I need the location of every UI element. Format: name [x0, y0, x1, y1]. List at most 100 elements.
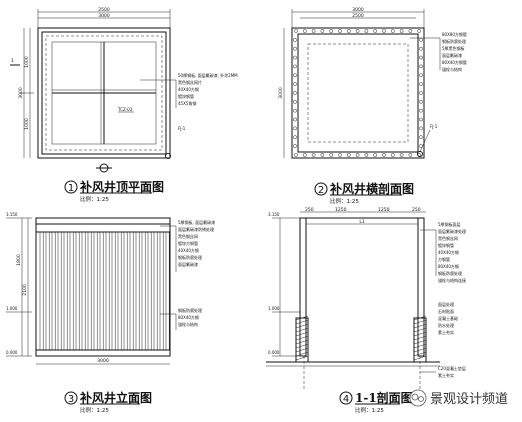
dim-left: 1800: [16, 254, 22, 266]
bolt: [419, 135, 423, 140]
level-mark: 1.000: [268, 306, 280, 311]
panel-scale: 比例：1:25: [80, 195, 109, 203]
panel-roof-plan: 2500 3000 3000 1000 1000 1 50厚钢板, 面层氟碳漆,…: [10, 7, 238, 203]
hatch-line: [295, 323, 309, 329]
note: 面层处理: [438, 301, 454, 307]
hatch-line: [295, 347, 309, 353]
dim-top: 1250: [335, 207, 347, 213]
level-mark: 0.000: [268, 350, 280, 355]
bolt: [293, 144, 297, 148]
bolt: [355, 153, 360, 157]
bolt: [346, 29, 351, 33]
bolt-row: [293, 29, 423, 157]
dim-top-label: L1: [359, 219, 365, 225]
bolt: [338, 29, 342, 33]
slat: [141, 231, 146, 351]
note: 镀锌钢管: [438, 242, 454, 248]
bolt: [419, 55, 423, 60]
slat: [63, 231, 68, 351]
hatch-line: [295, 335, 309, 341]
slat: [99, 231, 104, 351]
slat: [147, 231, 152, 351]
hatch-line: [413, 339, 427, 345]
dim-left-part-1: 1000: [24, 56, 30, 68]
bolt: [302, 29, 307, 33]
note: 锚栓与结构连接: [438, 277, 466, 283]
dim-top: 3000: [352, 7, 364, 13]
bolt: [373, 29, 378, 33]
bolt: [419, 91, 423, 95]
hatch-line: [413, 347, 427, 353]
panel-cross-section: 3000 2500 3000 80X80方钢管 钢板防腐处理 5厚黑色钢板 面层…: [278, 7, 467, 205]
bolt: [419, 126, 423, 131]
hatch-line: [413, 315, 427, 321]
bolt: [294, 29, 298, 33]
note: 40X40方钢: [438, 249, 459, 255]
bolt: [419, 99, 423, 104]
note: 钢板防腐处理: [438, 270, 462, 276]
hatch-line: [295, 331, 309, 337]
watermark: 景观设计频道: [409, 389, 508, 407]
bolt: [311, 153, 316, 157]
dim-left: 3000: [18, 87, 24, 99]
panel-title: 补风井横剖面图: [329, 181, 414, 196]
panel-section-1-1: 3.150 1.000 0.000 250 1250 1250 250 L1 5…: [266, 207, 466, 414]
slat: [165, 231, 170, 351]
bolt: [329, 153, 334, 157]
panel-elevation: 3.150 1.000 0.000 1800 2100 3000 5厚钢板, 面…: [6, 212, 215, 414]
note: 80X40方钢: [438, 263, 459, 269]
bolt: [399, 29, 404, 33]
note: 80X40方钢: [178, 314, 199, 320]
bolt: [294, 153, 298, 157]
note: 黑色钢丝网: [438, 235, 458, 241]
bolt: [419, 73, 423, 78]
bolt: [419, 82, 423, 86]
panel-title: 1-1剖面图: [355, 390, 413, 405]
hatch-line: [295, 319, 309, 325]
slat: [81, 231, 86, 351]
note: 40X40方钢: [178, 86, 199, 92]
bolt: [293, 99, 297, 104]
note: 5厚钢板, 面层氟碳漆: [178, 219, 215, 225]
hatch-line: [413, 327, 427, 333]
note: 45X5角钢: [178, 100, 196, 106]
slat: [129, 231, 134, 351]
bolt: [311, 29, 316, 33]
slat: [39, 231, 44, 351]
dim-left: 2100: [22, 284, 28, 296]
panel-number: 4: [343, 394, 349, 405]
masonry-hatch: [295, 315, 427, 361]
bolt: [390, 29, 395, 33]
hatch-line: [295, 315, 309, 321]
hatch-line: [413, 331, 427, 337]
bolt: [390, 153, 395, 157]
note: 5厚黑色钢板: [442, 45, 465, 51]
panel-number-circle: [64, 391, 78, 405]
bolt: [419, 117, 423, 122]
panel-number: 1: [68, 183, 74, 194]
bolt: [293, 64, 297, 69]
note: 素土夯实: [438, 372, 454, 378]
note: C20混凝土垫层: [438, 365, 466, 371]
level-mark: 1.000: [6, 306, 18, 311]
hatch-line: [413, 351, 427, 357]
panel-number: 3: [68, 394, 74, 405]
bolt: [419, 108, 423, 113]
slat: [75, 231, 80, 351]
panel-number-circle: [64, 180, 78, 194]
bolt: [417, 29, 422, 33]
note: 方钢管: [438, 256, 450, 262]
dim-top: 250: [412, 207, 421, 213]
bolt: [338, 153, 342, 157]
slat: [111, 231, 116, 351]
level-mark: 0.000: [6, 350, 18, 355]
bolt: [293, 117, 297, 122]
dim-top: 1250: [378, 207, 390, 213]
section-mark: 1: [11, 58, 14, 64]
panel-title: 补风井顶平面图: [79, 179, 164, 194]
hatch-line: [413, 335, 427, 341]
note: 石材贴面: [438, 308, 454, 314]
note: 面层氟碳漆处理: [438, 228, 466, 234]
bolt: [382, 153, 386, 157]
dim-left: 3000: [278, 87, 284, 99]
